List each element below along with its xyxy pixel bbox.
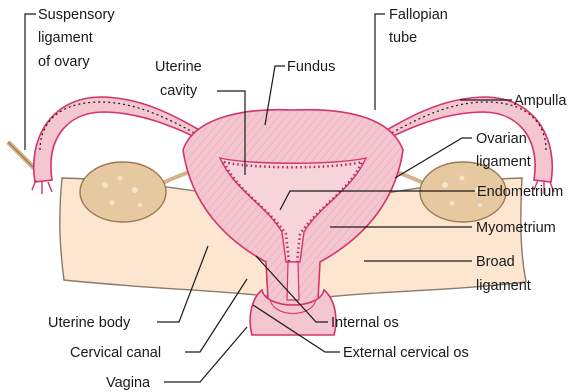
left-fimbriae <box>32 180 52 194</box>
svg-text:Broad: Broad <box>476 254 515 270</box>
svg-text:Suspensory: Suspensory <box>38 7 115 23</box>
fundus-label: Fundus <box>287 59 335 75</box>
ampulla-label: Ampulla <box>514 93 567 109</box>
svg-text:Uterine: Uterine <box>155 59 202 75</box>
svg-text:cavity: cavity <box>160 83 198 99</box>
svg-text:tube: tube <box>389 30 417 46</box>
uterine-cavity-label: Uterine cavity <box>155 59 202 99</box>
internal-os-label: Internal os <box>331 315 399 331</box>
endometrium-label: Endometrium <box>477 184 563 200</box>
suspensory-ligament-label: Suspensory ligament of ovary <box>38 7 115 70</box>
cervical-canal-label: Cervical canal <box>70 345 161 361</box>
svg-text:Ovarian: Ovarian <box>476 131 527 147</box>
fallopian-tube-label: Fallopian tube <box>389 7 448 46</box>
cervical-canal <box>287 262 299 300</box>
left-ovary <box>80 162 166 222</box>
svg-text:ligament: ligament <box>476 278 531 294</box>
uterine-body-label: Uterine body <box>48 315 131 331</box>
svg-text:Fallopian: Fallopian <box>389 7 448 23</box>
svg-text:ligament: ligament <box>38 30 93 46</box>
ovarian-ligament-label: Ovarian ligament <box>476 131 531 170</box>
svg-text:of ovary: of ovary <box>38 54 90 70</box>
myometrium-label: Myometrium <box>476 220 556 236</box>
vagina-label: Vagina <box>106 375 151 391</box>
external-cervical-os-label: External cervical os <box>343 345 469 361</box>
svg-text:ligament: ligament <box>476 154 531 170</box>
